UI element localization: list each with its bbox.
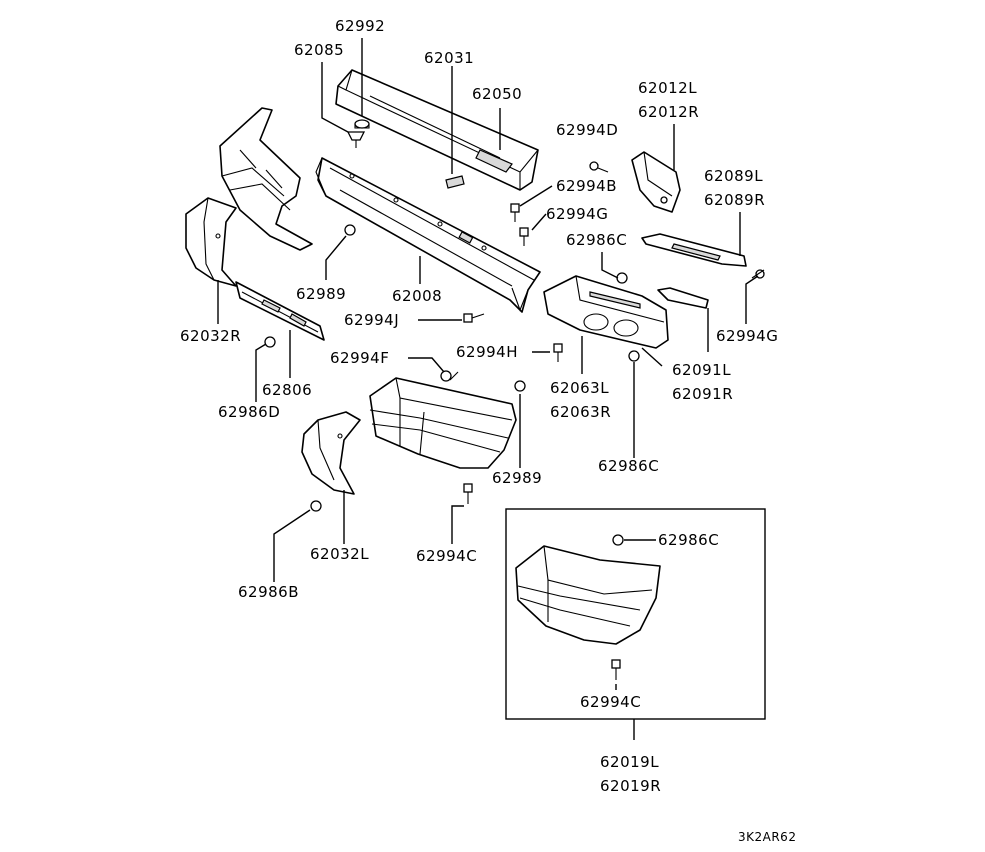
- label-62994D: 62994D: [556, 121, 619, 139]
- label-62008: 62008: [392, 287, 443, 305]
- label-62994J: 62994J: [344, 311, 400, 329]
- label-62806: 62806: [262, 381, 313, 399]
- label-62012L: 62012L: [638, 79, 698, 97]
- label-62063R: 62063R: [550, 403, 612, 421]
- bumper-end-shroud-left[interactable]: [219, 107, 313, 251]
- diagram-code: 3K2AR62: [738, 830, 797, 844]
- label-62994C-b: 62994C: [580, 693, 642, 711]
- fastener-62994J[interactable]: [463, 313, 485, 323]
- label-62032R: 62032R: [180, 327, 242, 345]
- label-62994C-a: 62994C: [416, 547, 478, 565]
- fastener-62986B[interactable]: [310, 500, 322, 512]
- label-62031: 62031: [424, 49, 475, 67]
- label-62992: 62992: [335, 17, 386, 35]
- fastener-62989-b[interactable]: [514, 380, 526, 392]
- fastener-62989-a[interactable]: [344, 224, 356, 236]
- label-62986C-b: 62986C: [598, 457, 660, 475]
- fastener-62986C-b[interactable]: [628, 350, 640, 362]
- fastener-62994C-b[interactable]: [611, 659, 621, 680]
- label-62091L: 62091L: [672, 361, 732, 379]
- label-62089R: 62089R: [704, 191, 766, 209]
- label-62986B: 62986B: [238, 583, 300, 601]
- label-62019R: 62019R: [600, 777, 662, 795]
- bumper-lower-panel[interactable]: [369, 377, 517, 469]
- label-62986D: 62986D: [218, 403, 281, 421]
- fastener-62986C-c[interactable]: [612, 534, 624, 546]
- label-62050: 62050: [472, 85, 523, 103]
- label-62986C-c: 62986C: [658, 531, 720, 549]
- fog-lamp-bracket[interactable]: [543, 275, 669, 349]
- fastener-62994B[interactable]: [510, 203, 520, 222]
- label-62989-b: 62989: [492, 469, 543, 487]
- label-62063L: 62063L: [550, 379, 610, 397]
- label-62994G-b: 62994G: [716, 327, 779, 345]
- label-62091R: 62091R: [672, 385, 734, 403]
- label-62986C-a: 62986C: [566, 231, 628, 249]
- bumper-reinforcement[interactable]: [315, 157, 541, 313]
- label-62032L: 62032L: [310, 545, 370, 563]
- label-62994F: 62994F: [330, 349, 390, 367]
- alternate-part-frame: [505, 508, 766, 720]
- label-62012R: 62012R: [638, 103, 700, 121]
- bumper-support-strip[interactable]: [657, 287, 709, 309]
- fastener-62994C-a[interactable]: [463, 483, 473, 504]
- bumper-side-cap-left[interactable]: [301, 411, 361, 495]
- fastener-62994F[interactable]: [440, 370, 459, 382]
- bumper-plate[interactable]: [445, 175, 465, 189]
- fastener-62085[interactable]: [346, 131, 366, 148]
- fastener-62986C-a[interactable]: [616, 272, 628, 284]
- label-62089L: 62089L: [704, 167, 764, 185]
- label-62994B: 62994B: [556, 177, 618, 195]
- fastener-62992[interactable]: [354, 119, 370, 129]
- fastener-62994D[interactable]: [589, 161, 609, 173]
- fastener-62986D[interactable]: [264, 336, 276, 348]
- label-62994G-a: 62994G: [546, 205, 609, 223]
- bumper-side-cap-right[interactable]: [185, 197, 237, 287]
- bumper-end-trim[interactable]: [641, 233, 747, 267]
- label-62085: 62085: [294, 41, 345, 59]
- label-62019L: 62019L: [600, 753, 660, 771]
- fastener-62994H[interactable]: [553, 343, 563, 362]
- fastener-62994G-a[interactable]: [519, 227, 529, 246]
- bumper-lower-panel-alt[interactable]: [515, 545, 661, 645]
- label-62989-a: 62989: [296, 285, 347, 303]
- label-62994H: 62994H: [456, 343, 518, 361]
- bumper-mounting-bracket[interactable]: [631, 151, 681, 213]
- leader-lines: [217, 38, 759, 740]
- bumper-face-bar[interactable]: [335, 69, 539, 191]
- bumper-molding-strip[interactable]: [235, 281, 325, 341]
